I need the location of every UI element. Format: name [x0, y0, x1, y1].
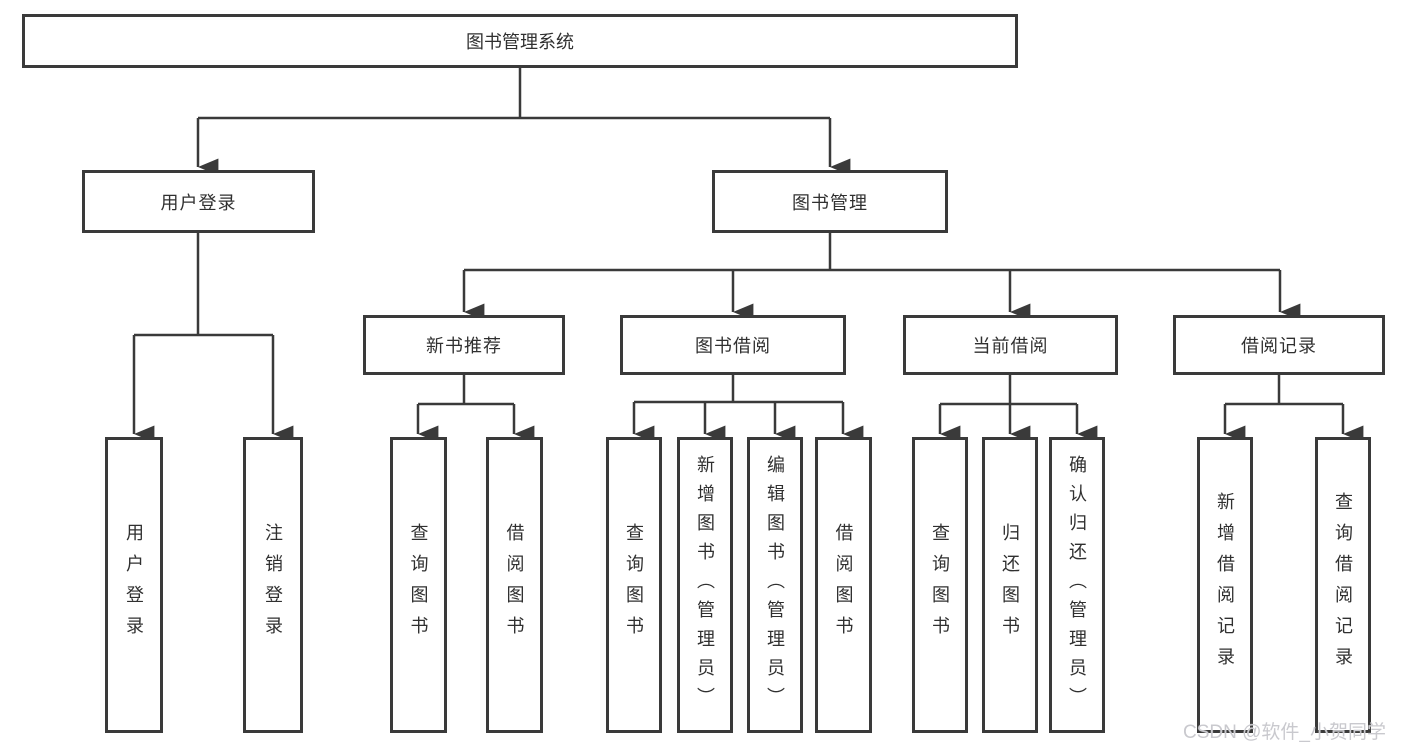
leaf-confirm-return-admin: 确认归还（管理员） — [1049, 437, 1105, 733]
node-book-management: 图书管理 — [712, 170, 948, 233]
node-user-login: 用户登录 — [82, 170, 315, 233]
node-label: 查询图书 — [930, 523, 950, 647]
node-root-library-system: 图书管理系统 — [22, 14, 1018, 68]
node-label: 查询图书 — [624, 523, 644, 647]
node-label: 借阅图书 — [504, 523, 525, 647]
leaf-borrow-books-1: 借阅图书 — [486, 437, 543, 733]
leaf-query-borrow-record: 查询借阅记录 — [1315, 437, 1371, 733]
node-label: 借阅记录 — [1241, 336, 1317, 356]
leaf-logout: 注销登录 — [243, 437, 303, 733]
node-current-borrowing: 当前借阅 — [903, 315, 1118, 375]
node-label: 图书管理 — [792, 192, 868, 213]
leaf-query-books-3: 查询图书 — [912, 437, 968, 733]
node-label: 查询图书 — [408, 523, 429, 647]
leaf-add-borrow-record: 新增借阅记录 — [1197, 437, 1253, 733]
node-label: 新增图书（管理员） — [695, 454, 715, 716]
leaf-user-login: 用户登录 — [105, 437, 163, 733]
node-borrow-records: 借阅记录 — [1173, 315, 1385, 375]
leaf-query-books-1: 查询图书 — [390, 437, 447, 733]
node-label: 图书管理系统 — [466, 32, 574, 52]
node-book-borrowing: 图书借阅 — [620, 315, 846, 375]
node-label: 当前借阅 — [972, 336, 1049, 356]
node-label: 新书推荐 — [426, 336, 502, 356]
node-label: 图书借阅 — [695, 336, 771, 356]
node-label: 编辑图书（管理员） — [765, 454, 785, 716]
leaf-edit-books-admin: 编辑图书（管理员） — [747, 437, 803, 733]
node-label: 注销登录 — [263, 523, 283, 647]
node-label: 查询借阅记录 — [1333, 492, 1353, 678]
node-label: 用户登录 — [160, 192, 237, 213]
node-label: 用户登录 — [124, 523, 144, 647]
node-label: 确认归还（管理员） — [1067, 454, 1087, 716]
node-label: 新增借阅记录 — [1215, 492, 1235, 678]
node-label: 归还图书 — [1000, 523, 1020, 647]
node-new-book-recommend: 新书推荐 — [363, 315, 565, 375]
csdn-watermark: CSDN @软件_小贺同学 — [1183, 722, 1386, 743]
leaf-borrow-books-2: 借阅图书 — [815, 437, 872, 733]
node-label: 借阅图书 — [833, 523, 854, 647]
leaf-return-books: 归还图书 — [982, 437, 1038, 733]
leaf-add-books-admin: 新增图书（管理员） — [677, 437, 733, 733]
leaf-query-books-2: 查询图书 — [606, 437, 662, 733]
